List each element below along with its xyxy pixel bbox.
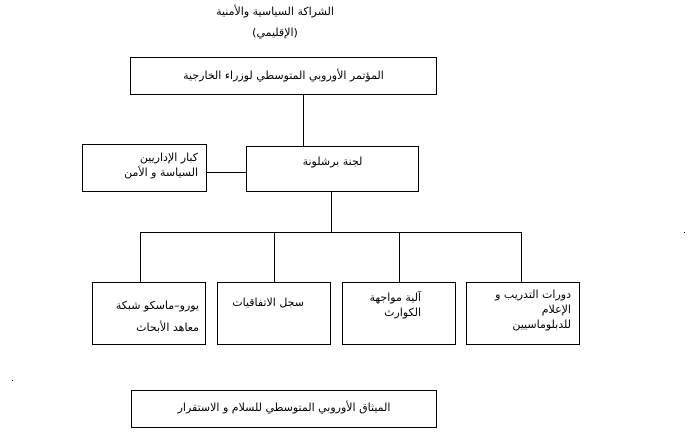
node-label-line2: الكوارث: [384, 306, 421, 319]
diagram-subtitle: (الإقليمي): [252, 26, 298, 39]
connector-branch-disaster: [399, 232, 400, 282]
node-foreign-ministers-conference: المؤتمر الأوروبي المتوسطي لوزراء الخارجي…: [130, 57, 437, 95]
node-label: الميثاق الأوروبي المتوسطي للسلام و الاست…: [177, 401, 391, 414]
stray-dot: [684, 232, 685, 233]
node-label-line2: معاهد الأبحاث: [136, 321, 199, 334]
node-label-line1: كبار الإداريين: [139, 151, 198, 164]
node-label: سجل الاتفاقيات: [232, 296, 304, 309]
connector-branch-training: [521, 232, 522, 282]
node-diplomat-training: دورات التدريب و الإعلام للدبلوماسيين: [466, 282, 580, 345]
connector-admins-to-barcelona: [207, 172, 246, 173]
node-label: لجنة برشلونة: [302, 155, 363, 168]
connector-branch-horizontal: [140, 232, 522, 233]
node-disaster-mechanism: آلية مواجهة الكوارث: [342, 282, 456, 345]
stray-dot: [12, 380, 13, 381]
connector-top-to-barcelona: [303, 95, 304, 146]
node-label-line2: الإعلام: [541, 303, 571, 316]
node-label-line1: دورات التدريب و: [495, 288, 571, 301]
node-agreements-register: سجل الاتفاقيات: [217, 282, 331, 345]
connector-branch-euromesco: [140, 232, 141, 282]
node-peace-stability-charter: الميثاق الأوروبي المتوسطي للسلام و الاست…: [131, 390, 437, 428]
node-senior-officials: كبار الإداريين السياسة و الأمن: [82, 144, 207, 192]
node-label-line1: آلية مواجهة: [369, 291, 421, 304]
diagram-title: الشراكة السياسية والأمنية: [216, 5, 334, 18]
node-euromesco: يورو–ماسكو شبكة معاهد الأبحاث: [92, 282, 206, 345]
node-barcelona-committee: لجنة برشلونة: [246, 146, 419, 192]
node-label-line2: السياسة و الأمن: [124, 166, 198, 179]
node-label: المؤتمر الأوروبي المتوسطي لوزراء الخارجي…: [183, 69, 384, 82]
connector-branch-agreements: [274, 232, 275, 282]
node-label-line1: يورو–ماسكو شبكة: [115, 299, 199, 312]
connector-barcelona-down: [331, 192, 332, 233]
node-label-line3: للدبلوماسيين: [512, 318, 571, 331]
